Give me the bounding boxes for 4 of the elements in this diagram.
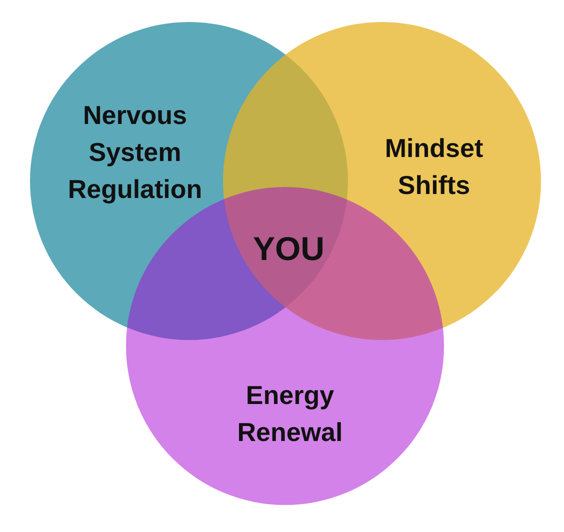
circle-label: Mindset Shifts — [384, 132, 484, 202]
circle-label: Nervous System Regulation — [66, 98, 204, 206]
circle-label: Energy Renewal — [236, 378, 344, 448]
center-label: YOU — [253, 230, 325, 266]
